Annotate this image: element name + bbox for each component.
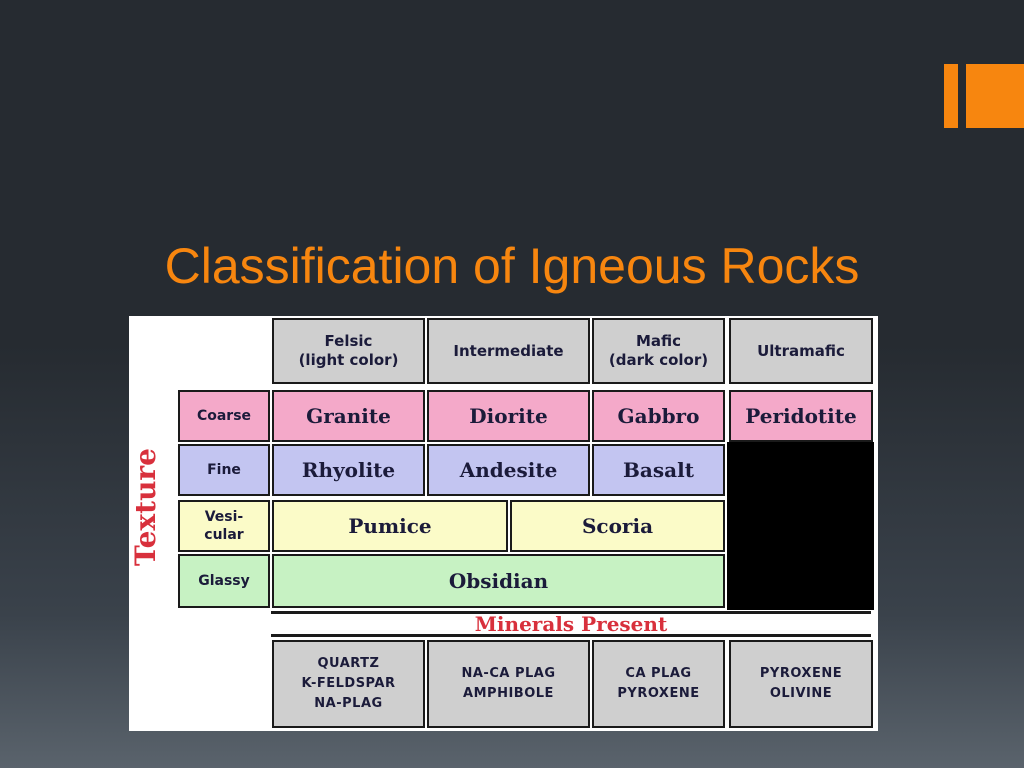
rock-granite: Granite	[272, 390, 425, 442]
rock-gabbro: Gabbro	[592, 390, 725, 442]
minerals-ultramafic: PYROXENE OLIVINE	[729, 640, 873, 728]
rock-pumice: Pumice	[272, 500, 508, 552]
slide-title: Classification of Igneous Rocks	[164, 238, 860, 294]
row-label-fine: Fine	[178, 444, 270, 496]
row-label-vesicular: Vesi- cular	[178, 500, 270, 552]
rock-scoria: Scoria	[510, 500, 725, 552]
rock-andesite: Andesite	[427, 444, 590, 496]
column-header-felsic: Felsic (light color)	[272, 318, 425, 384]
rock-obsidian: Obsidian	[272, 554, 725, 608]
rock-diorite: Diorite	[427, 390, 590, 442]
accent-bar-wide	[966, 64, 1024, 128]
rock-basalt: Basalt	[592, 444, 725, 496]
column-header-ultramafic: Ultramafic	[729, 318, 873, 384]
minerals-felsic: QUARTZ K-FELDSPAR NA-PLAG	[272, 640, 425, 728]
ultramafic-empty-block	[727, 442, 874, 610]
igneous-classification-table: Felsic (light color) Intermediate Mafic …	[129, 316, 878, 731]
row-label-glassy: Glassy	[178, 554, 270, 608]
column-header-intermediate: Intermediate	[427, 318, 590, 384]
minerals-mafic: CA PLAG PYROXENE	[592, 640, 725, 728]
minerals-intermediate: NA-CA PLAG AMPHIBOLE	[427, 640, 590, 728]
rock-rhyolite: Rhyolite	[272, 444, 425, 496]
rock-peridotite: Peridotite	[729, 390, 873, 442]
texture-axis-label: Texture	[129, 448, 162, 566]
minerals-present-label: Minerals Present	[271, 611, 871, 637]
accent-bar-thin	[944, 64, 958, 128]
column-header-mafic: Mafic (dark color)	[592, 318, 725, 384]
row-label-coarse: Coarse	[178, 390, 270, 442]
